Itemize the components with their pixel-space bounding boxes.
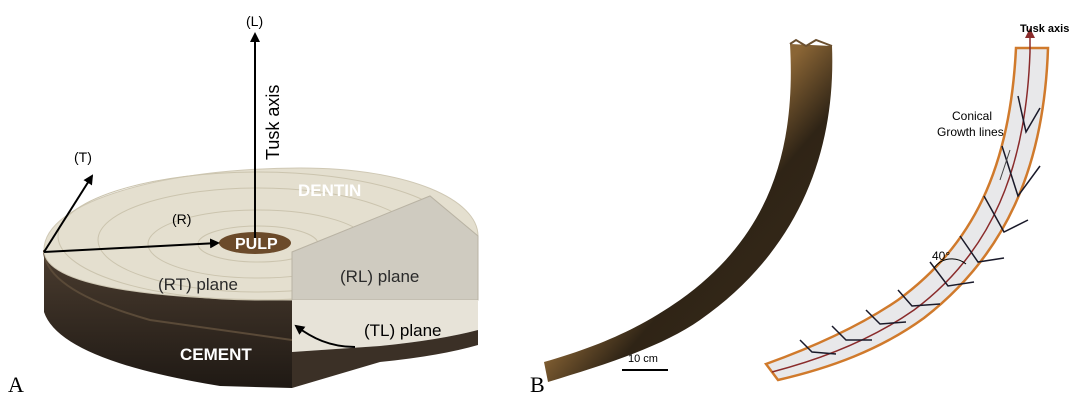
tusk-photo: [544, 44, 833, 382]
tusk-axis-label-a: Tusk axis: [263, 85, 283, 160]
rl-cut-face: [291, 195, 479, 301]
axis-T-arrow: [43, 174, 94, 253]
tusk-axis-label-b: Tusk axis: [1020, 23, 1069, 35]
tl-face: [292, 300, 478, 352]
axis-R-label: (R): [172, 211, 191, 227]
dentin-label: DENTIN: [298, 181, 361, 200]
growth-lines: [799, 95, 1041, 355]
tl-plane-label: (TL) plane: [364, 321, 441, 340]
rt-plane-label: (RT) plane: [158, 275, 238, 294]
angle-label: 40°: [932, 249, 950, 263]
scale-bar-label: 10 cm: [628, 353, 658, 365]
pulp-label: PULP: [235, 236, 278, 253]
axis-T-label: (T): [74, 149, 92, 165]
tusk-schematic: [763, 46, 1050, 382]
panel-letter-b: B: [530, 372, 545, 397]
axis-L-label: (L): [246, 13, 263, 29]
dentin-disc: [43, 167, 479, 388]
axis-R-arrow: [43, 238, 220, 253]
growth-lines-label-2: Growth lines: [937, 125, 1004, 139]
cement-label: CEMENT: [180, 345, 252, 364]
panel-letter-a: A: [8, 372, 24, 397]
tl-plane-arrow: [294, 324, 356, 348]
rl-plane-label: (RL) plane: [340, 267, 419, 286]
growth-lines-label-1: Conical: [952, 109, 992, 123]
